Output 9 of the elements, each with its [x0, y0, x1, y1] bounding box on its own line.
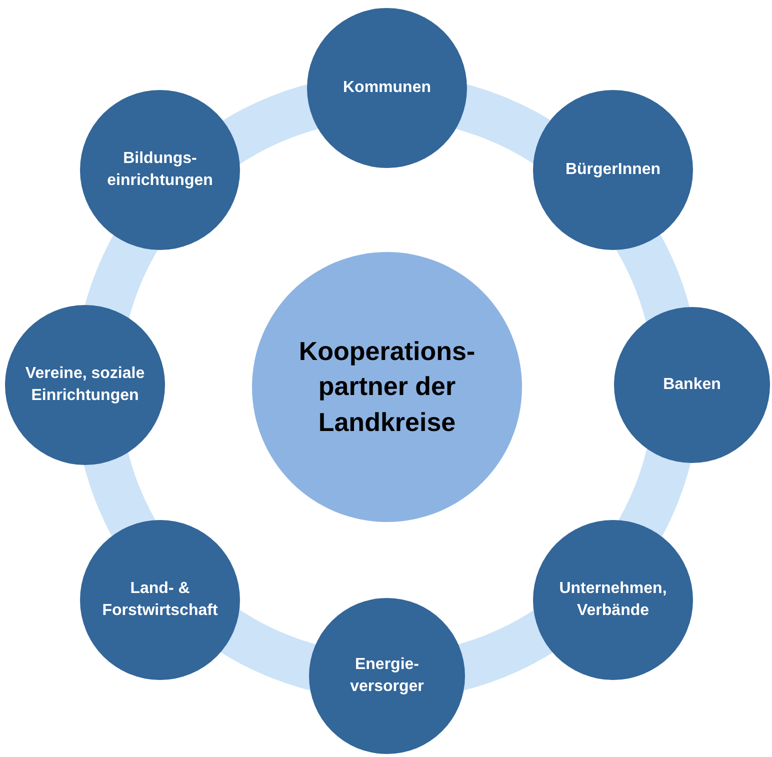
node-label: Energie- versorger [349, 655, 425, 697]
node-label: Kommunen [342, 78, 432, 98]
node-label: Vereine, soziale Einrichtungen [25, 364, 145, 406]
node-label: Banken [662, 375, 722, 396]
node-label: Land- & Forstwirtschaft [101, 579, 219, 621]
node-label: Unternehmen, Verbände [558, 579, 668, 621]
node-label: BürgerInnen [564, 160, 662, 180]
node-label: Kooperations- partner der Landkreise [298, 335, 476, 439]
node-label: Bildungs- einrichtungen [106, 149, 214, 191]
